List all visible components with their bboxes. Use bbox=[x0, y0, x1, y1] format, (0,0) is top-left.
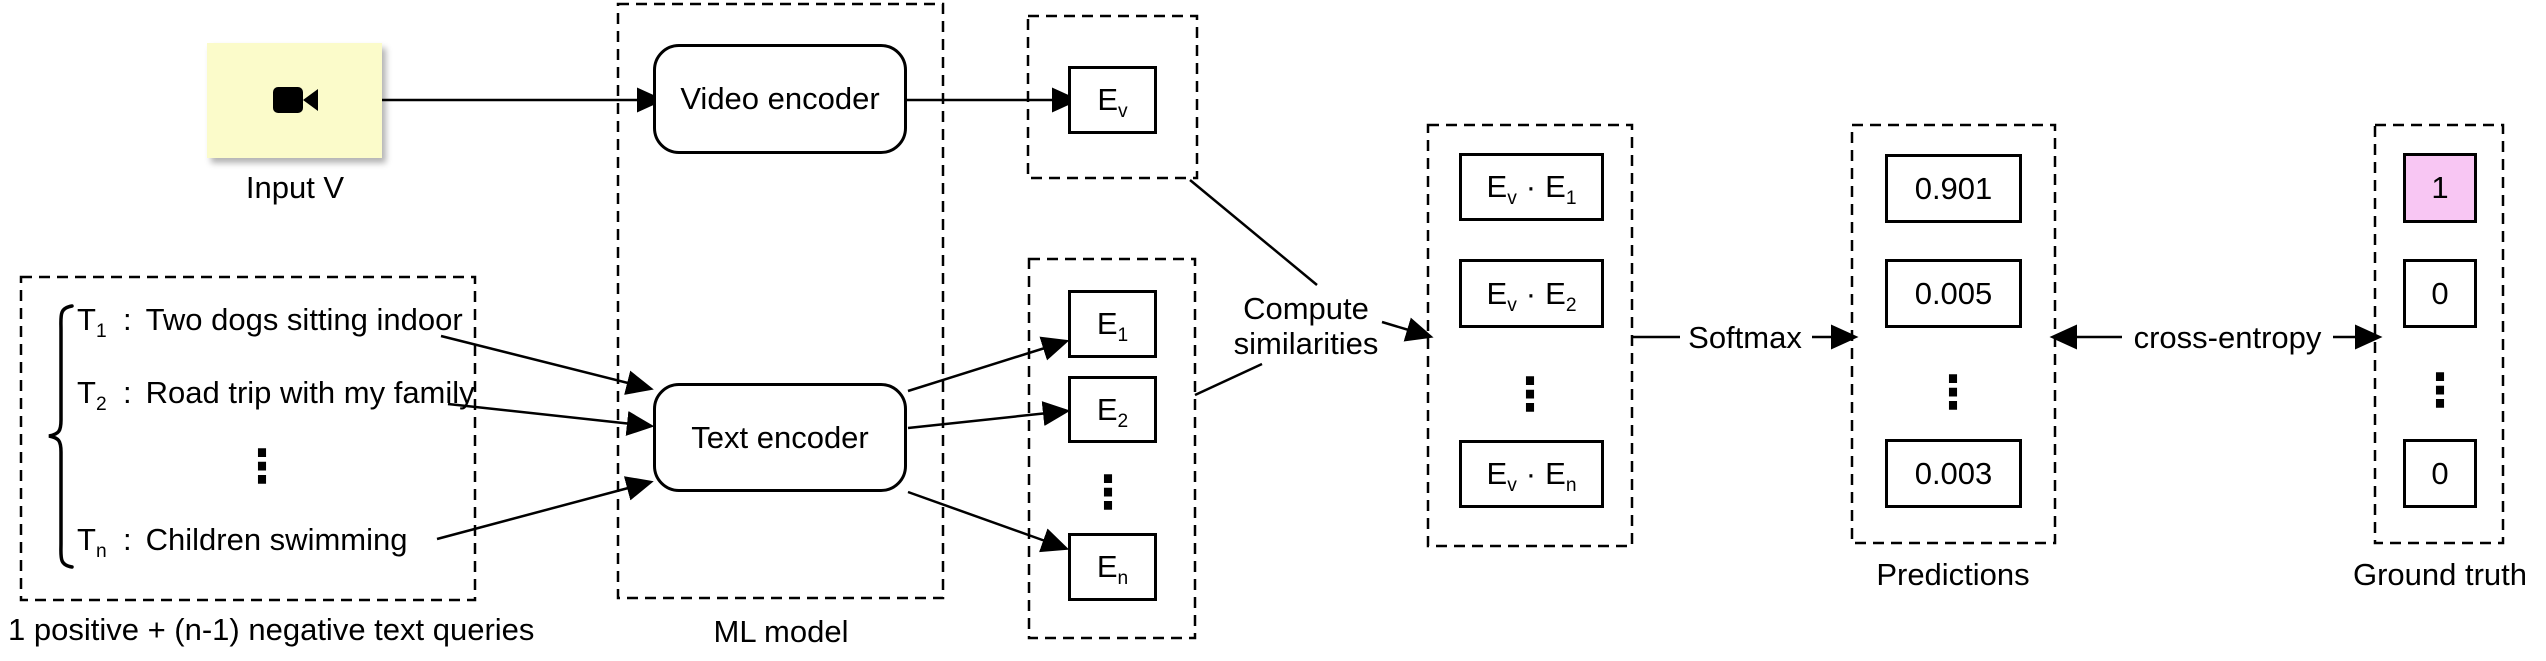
query-1-colon: : bbox=[123, 302, 132, 337]
cross-entropy-label: cross-entropy bbox=[2133, 320, 2322, 355]
query-2-colon: : bbox=[123, 375, 132, 410]
queries-brace bbox=[48, 304, 74, 569]
prediction-value-n-box: 0.003 bbox=[1885, 439, 2022, 508]
embedding-en-box: En bbox=[1068, 533, 1157, 601]
ground-truth-value-2-box: 0 bbox=[2403, 259, 2477, 328]
embedding-ev-box: Ev bbox=[1068, 66, 1157, 134]
prediction-value-2-box: 0.005 bbox=[1885, 259, 2022, 328]
softmax-label: Softmax bbox=[1688, 320, 1802, 355]
embeddings-ellipsis: ⋮ bbox=[1085, 466, 1131, 518]
query-row-2: T2: Road trip with my family bbox=[77, 375, 475, 416]
ml-model-label: ML model bbox=[713, 614, 849, 649]
query-2-id: T2 bbox=[77, 375, 107, 416]
predictions-ellipsis: ⋮ bbox=[1930, 366, 1976, 418]
similarity-ev-e1-box: Ev·E1 bbox=[1459, 153, 1604, 221]
predictions-label: Predictions bbox=[1876, 557, 2030, 592]
embedding-e2-box: E2 bbox=[1068, 376, 1157, 443]
query-row-n: Tn: Children swimming bbox=[77, 522, 408, 563]
query-1-id: T1 bbox=[77, 302, 107, 343]
similarity-ev-e2-box: Ev·E2 bbox=[1459, 259, 1604, 328]
arrow-text-encoder-to-e1 bbox=[907, 336, 1070, 393]
similarities-ellipsis: ⋮ bbox=[1507, 368, 1553, 420]
text-encoder-box: Text encoder bbox=[653, 383, 907, 492]
video-camera-icon bbox=[273, 87, 318, 113]
leader-embeddings-to-compute-label bbox=[1194, 362, 1263, 397]
query-row-1: T1: Two dogs sitting indoor bbox=[77, 302, 463, 343]
ground-truth-label: Ground truth bbox=[2352, 557, 2528, 592]
queries-ellipsis: ⋮ bbox=[239, 440, 285, 492]
embedding-e1-box: E1 bbox=[1068, 290, 1157, 358]
arrow-text-encoder-to-e2 bbox=[907, 401, 1071, 430]
arrow-queryn-to-text-encoder bbox=[436, 476, 654, 541]
similarity-ev-en-box: Ev·En bbox=[1459, 440, 1604, 508]
query-n-text: Children swimming bbox=[145, 522, 408, 557]
query-n-colon: : bbox=[123, 522, 132, 557]
ground-truth-ellipsis: ⋮ bbox=[2417, 364, 2463, 416]
query-n-id: Tn bbox=[77, 522, 107, 563]
arrow-query2-to-text-encoder bbox=[447, 402, 655, 436]
query-1-text: Two dogs sitting indoor bbox=[145, 302, 463, 337]
arrow-text-encoder-to-en bbox=[907, 490, 1070, 553]
leader-ev-to-compute-label bbox=[1189, 179, 1318, 286]
ground-truth-positive-box: 1 bbox=[2403, 153, 2477, 223]
input-label: Input V bbox=[245, 170, 345, 205]
ground-truth-value-n-box: 0 bbox=[2403, 439, 2477, 508]
video-encoder-box: Video encoder bbox=[653, 44, 907, 154]
query-2-text: Road trip with my family bbox=[145, 375, 475, 410]
input-video-box bbox=[207, 43, 382, 158]
prediction-value-1-box: 0.901 bbox=[1885, 154, 2022, 223]
queries-caption: 1 positive + (n-1) negative text queries bbox=[8, 612, 535, 647]
